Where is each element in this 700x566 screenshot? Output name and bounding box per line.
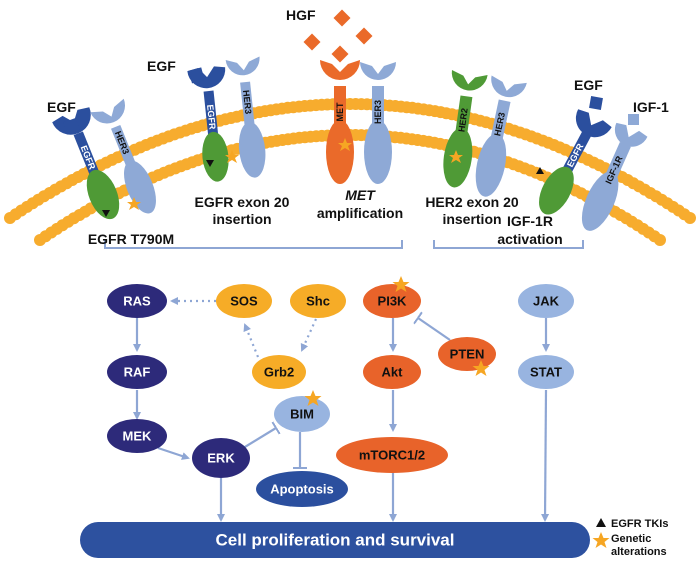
jak-label: JAK xyxy=(533,294,560,309)
outcome-label: Cell proliferation and survival xyxy=(215,531,454,550)
genetic-alteration-star xyxy=(304,390,322,406)
pten-label: PTEN xyxy=(450,347,485,362)
receptor-her3-1: HER3 xyxy=(90,98,156,214)
igf1-ligand xyxy=(628,114,639,125)
bracket-right xyxy=(433,240,584,249)
egfr-tki-marker xyxy=(536,167,544,174)
akt-label: Akt xyxy=(382,365,404,380)
her3-4-label: HER3 xyxy=(492,111,507,137)
bracket-left xyxy=(104,240,403,249)
edge-mek-erk xyxy=(157,446,190,460)
met-amp-label-line2: amplification xyxy=(317,205,403,221)
t790m-label: EGFR T790M xyxy=(88,231,174,247)
stat-label: STAT xyxy=(530,365,562,380)
genetic-alteration-star xyxy=(449,150,463,163)
node-bim: BIM xyxy=(274,390,330,432)
node-stat: STAT xyxy=(518,355,574,389)
met-amp-label-line1: MET xyxy=(345,187,376,203)
her2-label: HER2 xyxy=(456,107,469,132)
node-grb2: Grb2 xyxy=(252,355,306,389)
edge-pten-pi3k xyxy=(418,318,451,341)
egf-label-right: EGF xyxy=(574,77,603,93)
ras-label: RAS xyxy=(123,294,151,309)
edge-shc-grb2 xyxy=(300,318,318,352)
egfr-1-label: EGFR xyxy=(79,144,98,171)
her3-2-label: HER3 xyxy=(241,90,253,115)
egfr-tki-marker xyxy=(206,160,214,167)
igf1-label: IGF-1 xyxy=(633,99,669,115)
egf-ligand-right xyxy=(589,96,603,110)
met-label: MET xyxy=(335,102,345,122)
outcome-bar: Cell proliferation and survival xyxy=(80,522,590,558)
node-erk: ERK xyxy=(192,438,250,478)
legend-genetic-label-line1: Genetic xyxy=(611,533,651,545)
shc-label: Shc xyxy=(306,294,330,309)
node-mtorc: mTORC1/2 xyxy=(336,437,448,473)
legend: EGFR TKIs Genetic alterations xyxy=(592,518,668,558)
mek-label: MEK xyxy=(123,429,153,444)
egfr-exon20-label-line2: insertion xyxy=(212,211,271,227)
pathway-edges xyxy=(133,297,550,522)
apoptosis-label: Apoptosis xyxy=(270,482,334,497)
genetic-alteration-star xyxy=(472,360,490,376)
edge-stat-outcome xyxy=(541,389,550,522)
node-sos: SOS xyxy=(216,284,272,318)
node-raf: RAF xyxy=(107,355,167,389)
egf-label-left: EGF xyxy=(47,99,76,115)
legend-star-icon xyxy=(592,532,610,548)
genetic-alteration-star xyxy=(225,150,239,163)
her2-exon20-label-line1: HER2 exon 20 xyxy=(425,194,519,210)
node-apoptosis: Apoptosis xyxy=(256,471,348,507)
node-ras: RAS xyxy=(107,284,167,318)
igf1r-activation-label-line2: activation xyxy=(497,231,562,247)
node-jak: JAK xyxy=(518,284,574,318)
egfr-exon20-label-line1: EGFR exon 20 xyxy=(195,194,290,210)
receptor-her3-2: HER3 xyxy=(225,56,266,178)
receptor-met: MET xyxy=(320,60,360,184)
grb2-label: Grb2 xyxy=(264,365,294,380)
receptor-egfr-2: EGFR xyxy=(187,66,229,182)
egf-ligand-mid xyxy=(188,67,205,84)
legend-tki-triangle-icon xyxy=(596,518,606,527)
her2-exon20-label-line2: insertion xyxy=(442,211,501,227)
node-mek: MEK xyxy=(107,419,167,453)
pi3k-label: PI3K xyxy=(378,294,408,309)
node-pten: PTEN xyxy=(438,337,496,376)
edge-grb2-sos xyxy=(243,323,260,358)
genetic-alteration-star xyxy=(338,138,352,151)
node-akt: Akt xyxy=(363,355,421,389)
bim-label: BIM xyxy=(290,407,314,422)
raf-label: RAF xyxy=(124,365,151,380)
egfr-tki-marker xyxy=(102,210,110,217)
node-shc: Shc xyxy=(290,284,346,318)
erk-label: ERK xyxy=(207,451,235,466)
sos-label: SOS xyxy=(230,294,258,309)
egf-ligand-left xyxy=(63,117,80,135)
genetic-alteration-star xyxy=(392,276,410,292)
egf-label-mid: EGF xyxy=(147,58,176,74)
genetic-alteration-star xyxy=(127,197,141,210)
legend-tki-label: EGFR TKIs xyxy=(611,518,668,530)
hgf-label: HGF xyxy=(286,7,316,23)
igf1r-activation-label-line1: IGF-1R xyxy=(507,213,553,229)
receptor-her3-4: HER3 xyxy=(475,75,527,197)
receptor-her3-3: HER3 xyxy=(360,62,396,184)
edge-erk-bim xyxy=(239,428,276,451)
legend-genetic-label-line2: alterations xyxy=(611,546,667,558)
node-pi3k: PI3K xyxy=(363,276,421,318)
egfr-2-label: EGFR xyxy=(205,104,218,130)
her3-3-label: HER3 xyxy=(373,100,383,124)
mtorc-label: mTORC1/2 xyxy=(359,448,425,463)
